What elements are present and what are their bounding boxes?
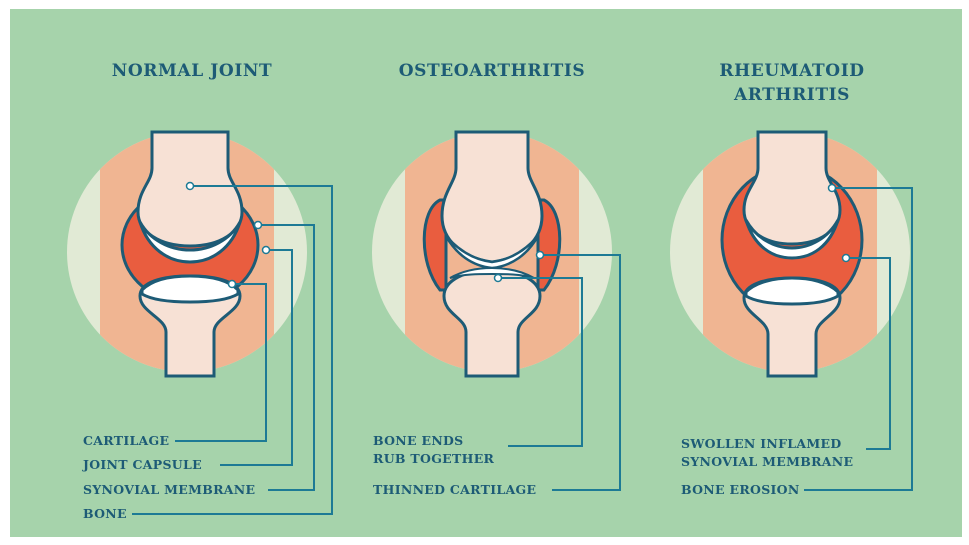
- label-synovial-membrane: SYNOVIAL MEMBRANE: [83, 481, 255, 499]
- pointer-dot: [263, 247, 270, 254]
- ra-upper-bone: [744, 132, 840, 244]
- pointer-dot: [843, 255, 850, 262]
- label-bone: BONE: [83, 505, 127, 523]
- label-bone-ends-rub-together: BONE ENDS RUB TOGETHER: [373, 432, 494, 468]
- label-bone-erosion: BONE EROSION: [681, 481, 800, 499]
- pointer-dot: [537, 252, 544, 259]
- title-normal-joint: NORMAL JOINT: [62, 59, 322, 83]
- pointer-dot: [187, 183, 194, 190]
- label-thinned-cartilage: THINNED CARTILAGE: [373, 481, 536, 499]
- oa-upper-bone: [442, 132, 542, 262]
- title-rheumatoid-arthritis: RHEUMATOID ARTHRITIS: [662, 59, 922, 107]
- label-cartilage: CARTILAGE: [83, 432, 169, 450]
- label-joint-capsule: JOINT CAPSULE: [83, 456, 202, 474]
- title-osteoarthritis: OSTEOARTHRITIS: [362, 59, 622, 83]
- label-swollen-inflamed-synovial-membrane: SWOLLEN INFLAMED SYNOVIAL MEMBRANE: [681, 435, 853, 471]
- pointer-dot: [829, 185, 836, 192]
- pointer-dot: [255, 222, 262, 229]
- normal-lower-cartilage: [142, 276, 238, 302]
- pointer-dot: [229, 281, 236, 288]
- pointer-dot: [495, 275, 502, 282]
- ra-lower-cartilage: [746, 278, 838, 304]
